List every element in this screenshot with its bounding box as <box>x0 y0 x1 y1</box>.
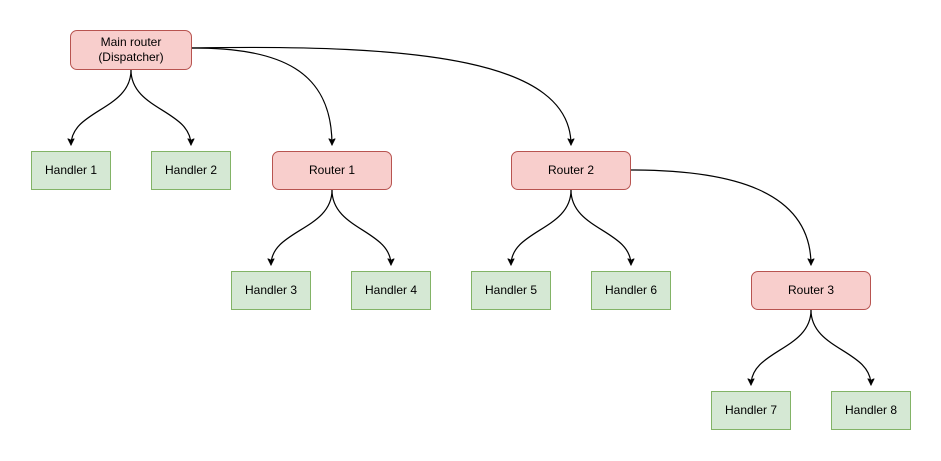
edge-main-router-to-handler-2 <box>130 69 191 145</box>
edge-router-1-to-handler-3 <box>271 189 333 265</box>
node-main-router[interactable]: Main router (Dispatcher) <box>70 30 192 70</box>
edges-group <box>71 46 871 385</box>
edge-router-3-to-handler-8 <box>810 309 871 385</box>
node-handler-2[interactable]: Handler 2 <box>151 151 231 190</box>
node-handler-8[interactable]: Handler 8 <box>831 391 911 430</box>
edge-router-2-to-handler-6 <box>570 189 631 265</box>
node-handler-1[interactable]: Handler 1 <box>31 151 111 190</box>
node-router-3[interactable]: Router 3 <box>751 271 871 310</box>
node-handler-3[interactable]: Handler 3 <box>231 271 311 310</box>
edge-router-3-to-handler-7 <box>751 309 812 385</box>
edge-router-2-to-router-3 <box>630 169 811 265</box>
edge-main-router-to-handler-1 <box>71 69 132 145</box>
node-handler-6[interactable]: Handler 6 <box>591 271 671 310</box>
edge-main-router-to-router-1 <box>191 47 332 145</box>
node-handler-7[interactable]: Handler 7 <box>711 391 791 430</box>
node-router-1[interactable]: Router 1 <box>272 151 392 190</box>
node-router-2[interactable]: Router 2 <box>511 151 631 190</box>
edge-router-2-to-handler-5 <box>511 189 572 265</box>
node-handler-5[interactable]: Handler 5 <box>471 271 551 310</box>
edge-router-1-to-handler-4 <box>331 189 391 265</box>
edge-main-router-to-router-2 <box>191 46 571 145</box>
node-handler-4[interactable]: Handler 4 <box>351 271 431 310</box>
